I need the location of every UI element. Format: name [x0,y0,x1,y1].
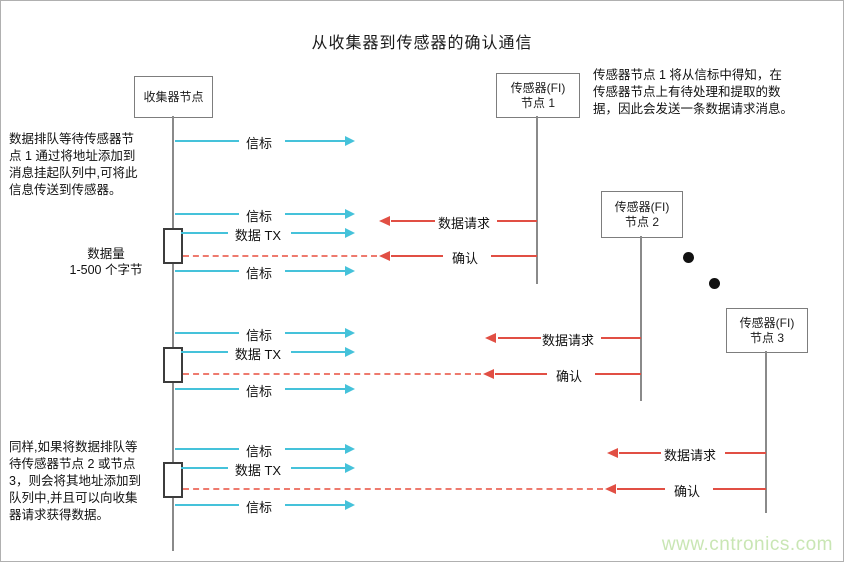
ack-dashed-line [183,255,377,257]
ack-arrowhead-icon [605,484,616,494]
beacon-arrowhead-icon [345,444,355,454]
beacon-label: 信标 [245,136,272,151]
beacon-arrowhead-icon [345,266,355,276]
data-tx-line [291,467,345,469]
beacon-arrowhead-icon [345,500,355,510]
data-tx-label: 数据 TX [234,463,282,478]
beacon-line [175,140,239,142]
ack-line [617,488,665,490]
ack-line [595,373,641,375]
data-request-label: 数据请求 [437,216,490,231]
beacon-line [285,504,345,506]
data-request-line [619,452,661,454]
beacon-arrowhead-icon [345,384,355,394]
ack-line [491,255,537,257]
data-tx-line [291,232,345,234]
data-tx-line [181,467,228,469]
data-tx-arrowhead-icon [345,463,355,473]
data-request-line [601,337,641,339]
page-title: 从收集器到传感器的确认通信 [311,35,533,52]
sensor3-lifeline [765,351,767,513]
collector-lifeline [172,116,174,551]
data-request-line [497,220,537,222]
data-request-line [725,452,766,454]
data-tx-line [181,232,228,234]
ack-line [495,373,547,375]
ellipsis-dot-2 [709,278,720,289]
ellipsis-dot-1 [683,252,694,263]
watermark-text: www.cntronics.com [661,534,833,555]
beacon-label: 信标 [245,209,272,224]
data-request-arrowhead-icon [485,333,496,343]
beacon-line [285,388,345,390]
data-tx-arrowhead-icon [345,347,355,357]
ack-line [713,488,766,490]
note-right-top: 传感器节点 1 将从信标中得知，在 传感器节点上有待处理和提取的数 据，因此会发… [593,68,794,116]
beacon-line [285,332,345,334]
beacon-arrowhead-icon [345,209,355,219]
queue-marker-2 [163,347,183,383]
sensor1-lifeline [536,116,538,284]
beacon-line [285,270,345,272]
data-request-label: 数据请求 [541,333,594,348]
sensor2-lifeline [640,236,642,401]
data-tx-line [291,351,345,353]
sensor3-node-box: 传感器(FI) 节点 3 [726,308,808,353]
ack-line [391,255,443,257]
note-left-bottom: 同样,如果将数据排队等 待传感器节点 2 或节点 3，则会将其地址添加到 队列中… [9,440,141,522]
ack-dashed-line [183,488,603,490]
data-request-line [391,220,435,222]
beacon-line [175,448,239,450]
queue-marker-1 [163,228,183,264]
beacon-line [175,504,239,506]
collector-node-box: 收集器节点 [134,76,213,118]
queue-marker-3 [163,462,183,498]
beacon-line [285,140,345,142]
ack-label: 确认 [451,251,478,266]
beacon-arrowhead-icon [345,136,355,146]
data-tx-line [181,351,228,353]
data-tx-label: 数据 TX [234,228,282,243]
ack-label: 确认 [673,484,700,499]
beacon-label: 信标 [245,500,272,515]
data-request-line [498,337,541,339]
beacon-label: 信标 [245,328,272,343]
beacon-line [175,270,239,272]
beacon-line [175,213,239,215]
note-left-top: 数据排队等待传感器节 点 1 通过将地址添加到 消息挂起队列中,可将此 信息传送… [9,132,138,197]
data-tx-label: 数据 TX [234,347,282,362]
beacon-label: 信标 [245,266,272,281]
beacon-label: 信标 [245,384,272,399]
data-tx-arrowhead-icon [345,228,355,238]
data-request-label: 数据请求 [663,448,716,463]
ack-label: 确认 [555,369,582,384]
beacon-line [175,388,239,390]
ack-arrowhead-icon [483,369,494,379]
beacon-arrowhead-icon [345,328,355,338]
beacon-label: 信标 [245,444,272,459]
data-request-arrowhead-icon [379,216,390,226]
note-data-size: 数据量 1-500 个字节 [69,247,143,277]
beacon-line [175,332,239,334]
beacon-line [285,448,345,450]
ack-dashed-line [183,373,481,375]
ack-arrowhead-icon [379,251,390,261]
beacon-line [285,213,345,215]
data-request-arrowhead-icon [607,448,618,458]
sensor1-node-box: 传感器(FI) 节点 1 [496,73,580,118]
sensor2-node-box: 传感器(FI) 节点 2 [601,191,683,238]
